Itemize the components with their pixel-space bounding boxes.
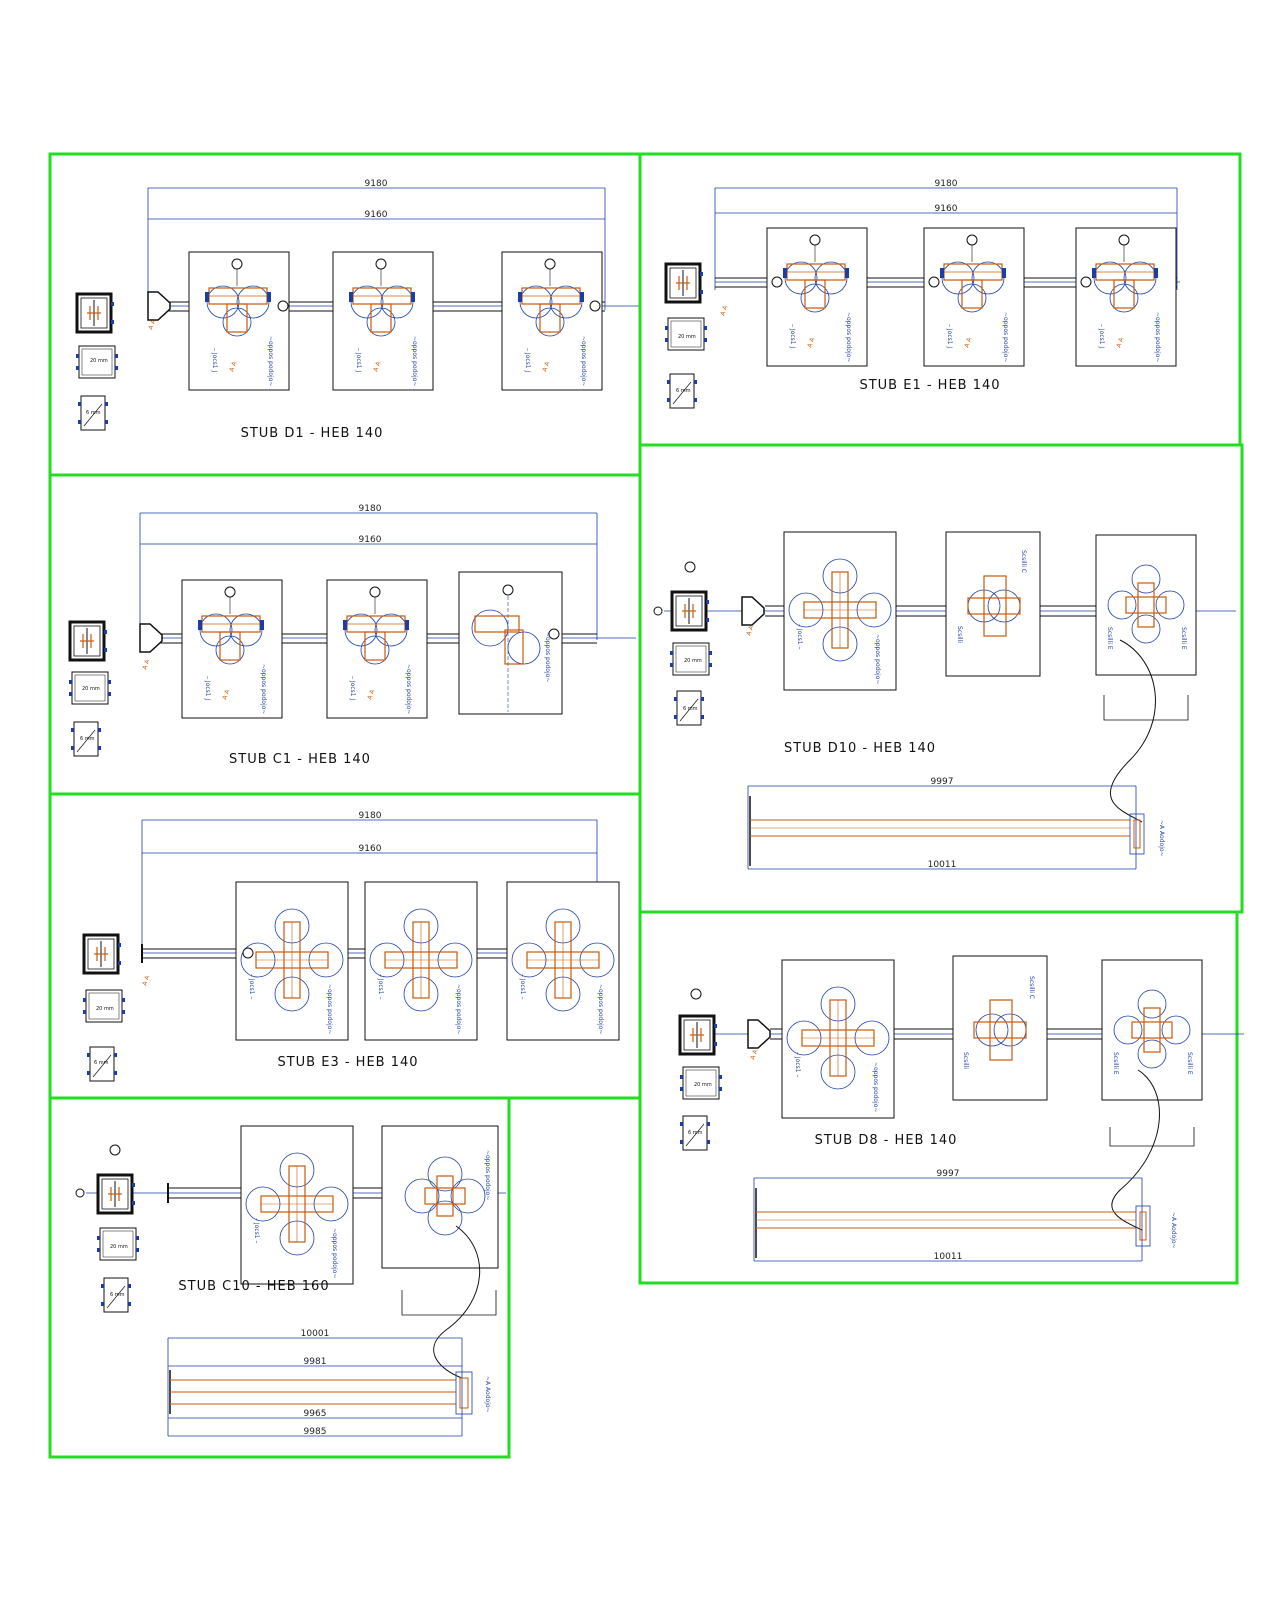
svg-text:Scsilli: Scsilli [956,626,963,643]
panel-stub-c10: ~oppos podojo~ 20 mm 6 mm STUB C10 - HEB… [48,1096,511,1459]
svg-text:~oppos podojo~: ~oppos podojo~ [484,1150,491,1200]
dim-second: 9160 [935,204,958,214]
plate-label: 20 mm [90,358,108,364]
dim-top: 9180 [935,179,958,189]
panel-title: STUB C1 - HEB 140 [229,752,371,767]
plate-label: 20 mm [678,334,696,340]
plate2-label: 6 mm [86,410,101,416]
plate2-label: 6 mm [80,736,95,742]
dim-4: 9985 [304,1427,327,1437]
plate-label: 20 mm [82,686,100,692]
dim-2: 9981 [304,1357,327,1367]
panel-title: STUB C10 - HEB 160 [178,1279,329,1294]
svg-text:Scsilli C: Scsilli C [1028,976,1035,999]
svg-text:A A: A A [749,1048,759,1061]
panel-stub-d1: 9180 9160 20 mm 6 mm A A STUB D1 - HEB 1… [48,152,642,477]
plate2-label: 6 mm [683,706,698,712]
plate2-label: 6 mm [676,388,691,394]
panel-title: STUB D8 - HEB 140 [815,1133,958,1148]
panel-frame [48,1096,511,1459]
dim-3: 9965 [304,1409,327,1419]
plate-label: 20 mm [694,1082,712,1088]
svg-text:~A Aodojo~: ~A Aodojo~ [1158,820,1165,857]
panel-stub-d8: Scsilli Scsilli C 20 mm 6 mm A A STUB D8… [638,910,1244,1285]
svg-text:~oppos podojo~: ~oppos podojo~ [544,632,551,682]
dim-second: 9160 [359,844,382,854]
svg-text:~A Aodojo~: ~A Aodojo~ [484,1376,491,1413]
panel-title: STUB D10 - HEB 140 [784,741,936,756]
svg-text:A A: A A [141,974,151,987]
dim-1: 10001 [301,1329,330,1339]
panel-title: STUB E3 - HEB 140 [277,1055,418,1070]
svg-text:A A: A A [147,318,157,331]
plate2-label: 6 mm [688,1130,703,1136]
svg-text:Scsilli C: Scsilli C [1020,550,1027,573]
dim-top: 9180 [359,504,382,514]
plate-label: 20 mm [96,1006,114,1012]
dim-second: 9160 [365,210,388,220]
panel-stub-d10: Scsilli Scsilli C 20 mm 6 mm A A STUB D1… [638,443,1244,914]
panel-stub-e3: 9180 9160 20 mm 6 mm A A STUB E3 - HEB 1… [48,792,642,1100]
dim-top: 9180 [365,179,388,189]
panel-title: STUB D1 - HEB 140 [241,426,384,441]
panel-title: STUB E1 - HEB 140 [859,378,1000,393]
panel-frame [638,910,1239,1285]
svg-text:A A: A A [141,658,151,671]
dim-top: 9997 [937,1169,960,1179]
svg-text:A A: A A [719,304,729,317]
svg-text:Scsilli: Scsilli [962,1052,969,1069]
dim-second: 9160 [359,535,382,545]
plate2-label: 6 mm [110,1292,125,1298]
plate-label: 20 mm [684,658,702,664]
dim-top: 9997 [931,777,954,787]
panel-stub-e1: 9180 9160 20 mm 6 mm A A STUB E1 - HEB 1… [638,152,1242,447]
plate-label: 20 mm [110,1244,128,1250]
dim-bottom: 10011 [928,860,957,870]
panel-stub-c1: 9180 9160 ~oppos podojo~ 20 mm 6 mm A A … [48,473,642,796]
svg-text:~A Aodojo~: ~A Aodojo~ [1170,1212,1177,1249]
plate2-label: 6 mm [94,1060,109,1066]
svg-text:A A: A A [745,624,755,637]
dim-bottom: 10011 [934,1252,963,1262]
dim-top: 9180 [359,811,382,821]
